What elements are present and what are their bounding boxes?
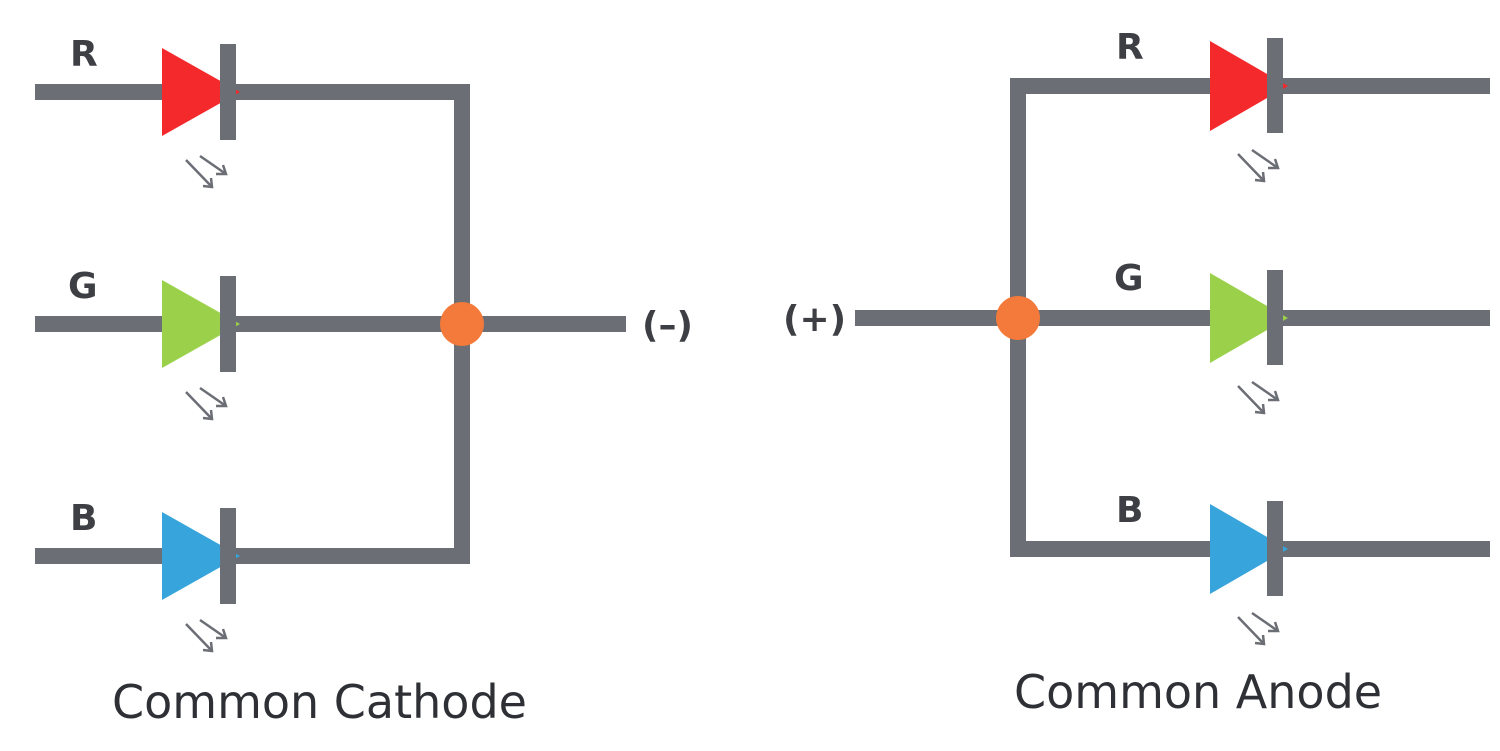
anode-led-blue bbox=[1210, 501, 1288, 646]
cathode-led-green bbox=[162, 276, 240, 421]
anode-caption: Common Anode bbox=[1014, 665, 1382, 719]
led-red-triangle bbox=[162, 48, 240, 136]
common-anode-circuit: R G B (+) Common Anode bbox=[783, 27, 1490, 719]
common-cathode-circuit: R G B (–) Common Cathode bbox=[35, 34, 693, 729]
anode-led-green bbox=[1210, 270, 1288, 415]
cathode-led-red bbox=[162, 44, 240, 189]
cathode-blue-wire bbox=[35, 324, 470, 564]
cathode-terminal-label: (–) bbox=[642, 305, 693, 346]
anode-junction-dot bbox=[996, 296, 1040, 340]
anode-label-b: B bbox=[1116, 490, 1143, 531]
anode-label-g: G bbox=[1114, 258, 1144, 299]
cathode-red-wire bbox=[35, 84, 470, 324]
anode-terminal-label: (+) bbox=[783, 299, 846, 340]
led-blue-triangle bbox=[162, 512, 240, 600]
led-green-triangle bbox=[162, 280, 240, 368]
cathode-junction-dot bbox=[440, 302, 484, 346]
anode-label-r: R bbox=[1116, 27, 1144, 68]
cathode-led-blue bbox=[162, 508, 240, 653]
led-red-triangle bbox=[1210, 41, 1288, 131]
led-blue-triangle bbox=[1210, 504, 1288, 594]
light-emission-icon bbox=[1237, 611, 1280, 646]
led-green-triangle bbox=[1210, 273, 1288, 363]
cathode-caption: Common Cathode bbox=[112, 675, 527, 729]
cathode-label-b: B bbox=[70, 498, 97, 539]
anode-led-red bbox=[1210, 38, 1288, 183]
light-emission-icon bbox=[1237, 148, 1280, 183]
light-emission-icon bbox=[1237, 380, 1280, 415]
anode-blue-wire bbox=[1010, 318, 1490, 557]
cathode-label-g: G bbox=[68, 266, 98, 307]
anode-red-wire bbox=[1010, 78, 1490, 318]
light-emission-icon bbox=[185, 154, 228, 189]
light-emission-icon bbox=[185, 386, 228, 421]
cathode-label-r: R bbox=[70, 34, 98, 75]
light-emission-icon bbox=[185, 618, 228, 653]
